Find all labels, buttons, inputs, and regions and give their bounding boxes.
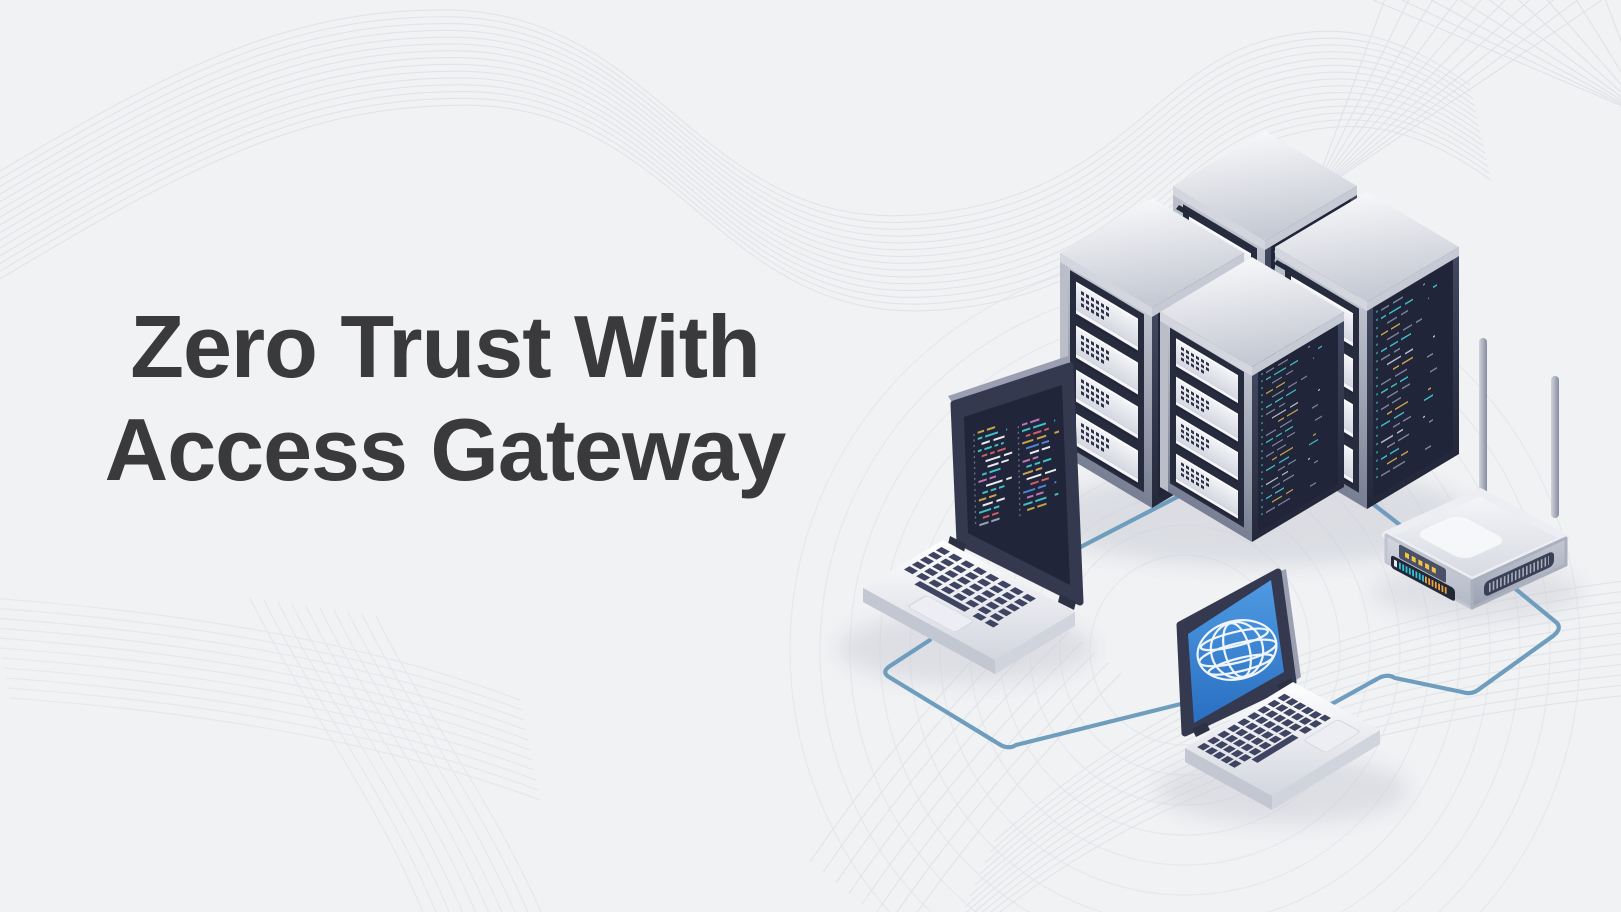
router-vent: [1484, 552, 1554, 596]
antenna-icon: [1479, 338, 1487, 498]
developer-laptop: [863, 356, 1084, 674]
globe-icon: [1196, 619, 1278, 681]
vent-slot-icon: [1176, 205, 1193, 217]
server-tower-left: [1058, 198, 1245, 510]
connection-line-laptop-router: [1327, 583, 1561, 708]
keyboard: [1197, 693, 1360, 768]
title-line-2: Access Gateway: [104, 399, 787, 499]
connection-line-laptops: [883, 637, 1208, 750]
server-tower-back: [1173, 131, 1359, 461]
wave-band-bottom-left: [0, 597, 557, 912]
trackpad: [908, 595, 974, 633]
server-tower-right: [1274, 192, 1460, 509]
antenna-icon: [1551, 376, 1559, 518]
trackpad: [1304, 719, 1360, 753]
blue-screen: [1188, 580, 1284, 723]
server-tower-front: [1158, 257, 1345, 544]
router-status-panel: [1391, 544, 1455, 601]
router-led-lights: [1405, 552, 1438, 575]
keyboard: [903, 546, 1040, 633]
wifi-router: [1382, 338, 1570, 610]
laptop-deck: [1185, 682, 1380, 796]
title-line-1: Zero Trust With: [130, 297, 761, 396]
vent-slot-icon: [1274, 260, 1291, 272]
server-rack-cluster: [1058, 131, 1460, 544]
line-lattice-top-right: [1311, 0, 1621, 197]
gateway-laptop: [1176, 568, 1380, 810]
